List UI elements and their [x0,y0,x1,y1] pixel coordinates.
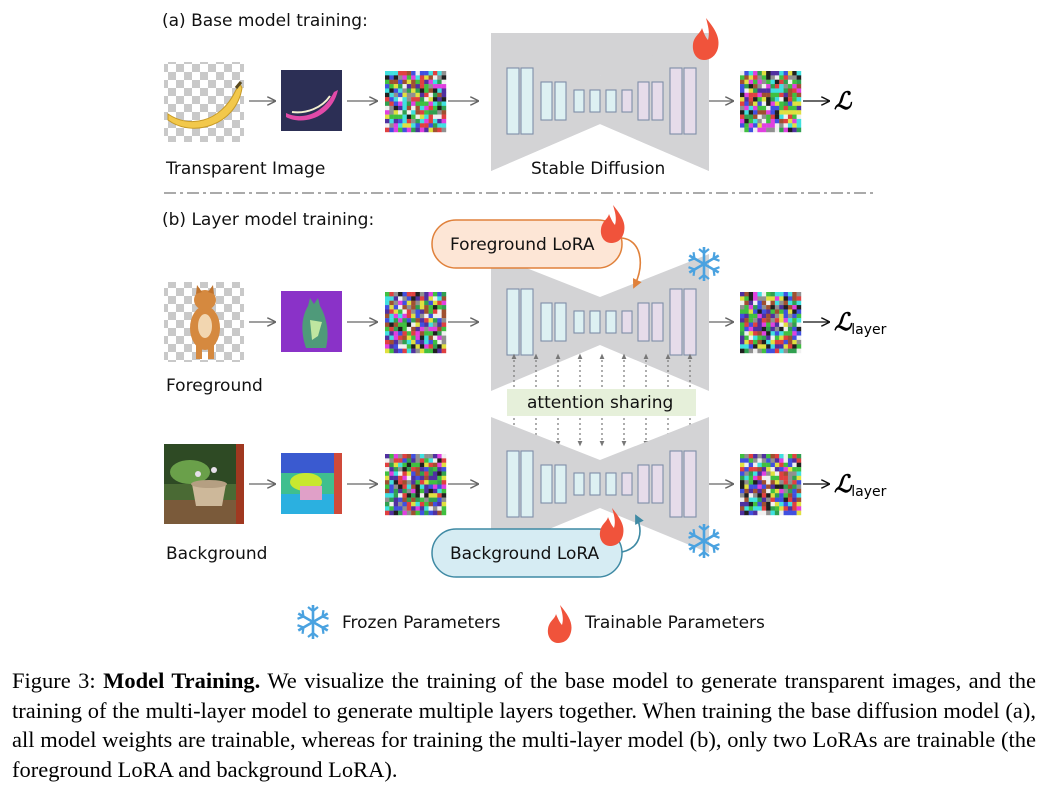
base-loss: ℒ [834,89,852,115]
latent-cat-image [281,291,342,352]
unet-block [506,450,520,518]
unet-block [637,464,650,504]
unet-block [669,450,683,518]
unet-block [669,288,683,356]
figure-diagram [164,18,876,643]
unet-block [573,89,585,113]
unet-block [669,67,683,135]
unet-block [589,89,601,113]
legend-frozen-label: Frozen Parameters [342,613,501,633]
unet-block [683,67,697,135]
noise-output-image [740,454,802,516]
unet-block [554,302,567,342]
unet-block [506,288,520,356]
unet-block [605,89,617,113]
background-label: Background [166,544,268,564]
unet-block [554,81,567,121]
legend-flame-icon [547,605,572,643]
attention-sharing-box [507,389,696,416]
unet-block [683,288,697,356]
noise-output-image [740,292,802,354]
unet-block [520,67,534,135]
unet-block [520,450,534,518]
unet-block [589,472,601,496]
noise-image [385,454,447,516]
unet-block [605,310,617,334]
unet-block [540,302,553,342]
unet-block [651,81,664,121]
snowflake-icon [688,524,720,558]
background-unet [491,417,709,553]
stable-diffusion-unet [491,33,709,171]
legend-trainable-label: Trainable Parameters [585,613,765,633]
background-lora-box [431,514,644,578]
unet-block [651,464,664,504]
section-b-title: (b) Layer model training: [162,210,375,230]
figure-caption: Figure 3: Model Training. We visualize t… [12,666,1036,784]
unet-block [637,81,650,121]
unet-block [573,310,585,334]
section-a-title: (a) Base model training: [162,11,368,31]
background-layer-loss: ℒlayer [834,472,887,500]
unet-block [520,288,534,356]
caption-text: We visualize the training of the base mo… [12,668,1036,782]
unet-block [605,472,617,496]
noise-image [385,71,447,133]
unet-block [540,464,553,504]
stable-diffusion-label: Stable Diffusion [531,159,666,179]
caption-bold: Model Training. [103,668,261,693]
unet-block [621,472,633,496]
foreground-cat-image [164,282,244,362]
unet-block [683,450,697,518]
unet-block [554,464,567,504]
transparent-banana-image [164,62,244,142]
unet-block [621,310,633,334]
foreground-lora-box [431,219,642,289]
background-lora-label: Background LoRA [450,544,600,564]
snowflake-icon [688,247,720,281]
legend-snowflake-icon [297,605,329,639]
flame-icon [692,18,719,60]
latent-plant-image [281,453,342,514]
flame-icon [600,205,625,243]
unet-block [573,472,585,496]
unet-block [621,89,633,113]
noise-image [385,292,447,354]
unet-block [540,81,553,121]
foreground-layer-loss: ℒlayer [834,310,887,338]
transparent-image-label: Transparent Image [166,159,326,179]
latent-banana-image [281,70,342,131]
foreground-unet [491,254,709,391]
unet-block [506,67,520,135]
foreground-lora-label: Foreground LoRA [450,235,595,255]
background-plant-image [164,444,244,524]
unet-block [651,302,664,342]
caption-prefix: Figure 3: [12,668,104,693]
attention-sharing-label: attention sharing [527,393,674,413]
noise-output-image [740,71,802,133]
unet-block [589,310,601,334]
flame-icon [599,508,624,546]
unet-block [637,302,650,342]
foreground-label: Foreground [166,376,263,396]
